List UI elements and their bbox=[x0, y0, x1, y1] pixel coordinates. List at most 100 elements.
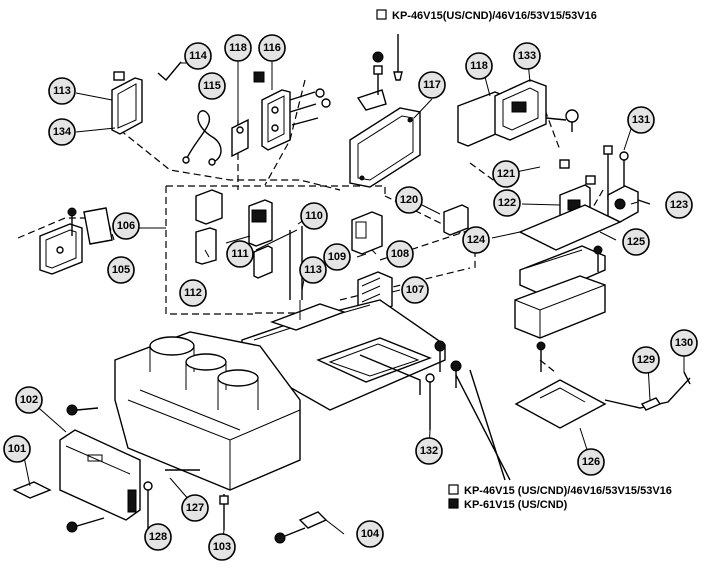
callout-120: 120 bbox=[395, 186, 423, 214]
callout-127: 127 bbox=[181, 494, 209, 522]
filled-square-marker bbox=[448, 498, 459, 509]
svg-text:105: 105 bbox=[112, 264, 130, 276]
board-120 bbox=[443, 204, 469, 236]
svg-text:118: 118 bbox=[470, 60, 488, 72]
svg-text:112: 112 bbox=[184, 287, 202, 299]
callout-125: 125 bbox=[622, 228, 650, 256]
callout-129: 129 bbox=[632, 346, 660, 374]
board-126 bbox=[514, 341, 691, 429]
inner-panel-parts bbox=[195, 189, 303, 300]
svg-text:127: 127 bbox=[186, 502, 204, 514]
svg-text:116: 116 bbox=[263, 42, 281, 54]
callout-101: 101 bbox=[3, 435, 31, 463]
screws-132 bbox=[425, 340, 511, 481]
bracket-105-106 bbox=[39, 207, 113, 275]
callout-103: 103 bbox=[208, 533, 236, 561]
svg-text:102: 102 bbox=[20, 394, 38, 406]
callout-123: 123 bbox=[665, 191, 693, 219]
module-107-108-109 bbox=[351, 211, 393, 315]
callout-106: 106 bbox=[112, 212, 140, 240]
callout-113-mid: 113 bbox=[299, 256, 327, 284]
screws-131 bbox=[559, 145, 629, 200]
callout-118-left: 118 bbox=[224, 34, 252, 62]
svg-text:131: 131 bbox=[632, 114, 650, 126]
callout-132: 132 bbox=[415, 437, 443, 465]
bracket-116 bbox=[261, 88, 331, 151]
legend-bottom-text-2: KP-61V15 (US/CND) bbox=[464, 499, 568, 511]
callout-117: 117 bbox=[418, 71, 446, 99]
svg-text:108: 108 bbox=[391, 248, 409, 260]
svg-text:129: 129 bbox=[637, 354, 655, 366]
open-square-marker bbox=[448, 484, 459, 495]
svg-text:125: 125 bbox=[627, 236, 645, 248]
callout-110: 110 bbox=[300, 202, 328, 230]
callout-113-top: 113 bbox=[48, 77, 76, 105]
svg-text:122: 122 bbox=[498, 197, 516, 209]
callout-122: 122 bbox=[493, 189, 521, 217]
svg-text:126: 126 bbox=[582, 456, 600, 468]
callout-118-right: 118 bbox=[465, 52, 493, 80]
callout-116: 116 bbox=[258, 34, 286, 62]
callout-108: 108 bbox=[386, 240, 414, 268]
svg-text:130: 130 bbox=[675, 337, 693, 349]
wire-115 bbox=[185, 110, 222, 163]
board-124-stack bbox=[514, 204, 622, 339]
svg-text:128: 128 bbox=[149, 531, 167, 543]
callout-bubbles: 113 134 114 115 118 116 117 118 133 131 … bbox=[3, 34, 698, 561]
callout-112: 112 bbox=[179, 279, 207, 307]
board-134 bbox=[494, 79, 579, 141]
callout-114: 114 bbox=[184, 42, 212, 70]
callout-102: 102 bbox=[15, 386, 43, 414]
svg-text:104: 104 bbox=[361, 528, 380, 540]
callout-126: 126 bbox=[577, 448, 605, 476]
svg-text:113: 113 bbox=[304, 264, 322, 276]
optical-block bbox=[114, 331, 301, 491]
callout-115: 115 bbox=[198, 72, 226, 100]
callout-130: 130 bbox=[670, 329, 698, 357]
callout-131: 131 bbox=[627, 106, 655, 134]
svg-text:110: 110 bbox=[305, 210, 323, 222]
legend-top: KP-46V15(US/CND)/46V16/53V15/53V16 bbox=[376, 9, 597, 22]
svg-text:115: 115 bbox=[203, 80, 221, 92]
legend-bottom-text-1: KP-46V15 (US/CND)/46V16/53V15/53V16 bbox=[464, 485, 672, 497]
callout-121: 121 bbox=[492, 160, 520, 188]
bracket-118-left bbox=[231, 71, 265, 158]
svg-text:117: 117 bbox=[423, 79, 441, 91]
checkmark-114 bbox=[157, 61, 182, 81]
svg-text:124: 124 bbox=[467, 234, 486, 246]
callout-128-lower: 128 bbox=[144, 523, 172, 551]
svg-text:118: 118 bbox=[229, 42, 247, 54]
svg-text:107: 107 bbox=[406, 284, 424, 296]
callout-105: 105 bbox=[107, 256, 135, 284]
svg-text:134: 134 bbox=[53, 126, 72, 138]
svg-text:101: 101 bbox=[8, 443, 26, 455]
svg-text:106: 106 bbox=[117, 220, 135, 232]
svg-text:103: 103 bbox=[213, 541, 231, 553]
svg-text:121: 121 bbox=[497, 168, 515, 180]
screws-top-center bbox=[356, 34, 403, 111]
board-113-part bbox=[111, 71, 143, 135]
callout-133: 134 bbox=[48, 118, 76, 146]
front-panel-101-102 bbox=[12, 404, 141, 521]
callout-104: 104 bbox=[356, 520, 384, 548]
shield-117 bbox=[349, 107, 421, 188]
callout-134: 133 bbox=[513, 42, 541, 70]
svg-text:113: 113 bbox=[53, 85, 71, 97]
svg-text:114: 114 bbox=[189, 50, 208, 62]
callout-109: 109 bbox=[323, 243, 351, 271]
svg-text:133: 133 bbox=[518, 50, 536, 62]
svg-text:123: 123 bbox=[670, 199, 688, 211]
svg-text:132: 132 bbox=[420, 445, 438, 457]
svg-text:109: 109 bbox=[328, 251, 346, 263]
legend-bottom: KP-46V15 (US/CND)/46V16/53V15/53V16 KP-6… bbox=[448, 484, 672, 511]
svg-text:120: 120 bbox=[400, 194, 418, 206]
open-square-marker bbox=[376, 9, 387, 20]
callout-124: 124 bbox=[462, 226, 490, 254]
callout-107: 107 bbox=[401, 276, 429, 304]
callout-111: 111 bbox=[226, 240, 254, 268]
main-chassis bbox=[241, 299, 446, 411]
legend-top-text: KP-46V15(US/CND)/46V16/53V15/53V16 bbox=[392, 10, 597, 22]
svg-text:111: 111 bbox=[231, 248, 248, 260]
